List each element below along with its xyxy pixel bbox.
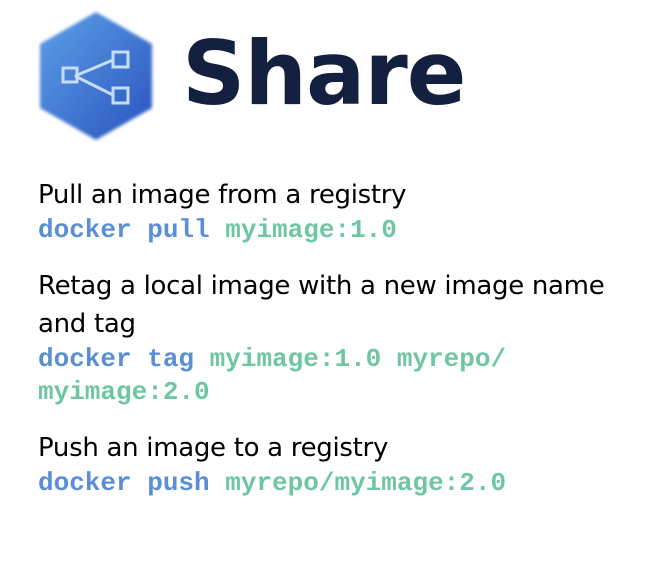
section-pull: Pull an image from a registry docker pul… <box>38 176 642 247</box>
share-icon <box>34 8 158 144</box>
command-list: Pull an image from a registry docker pul… <box>38 176 642 520</box>
command-line: docker push myrepo/myimage:2.0 <box>38 467 642 500</box>
section-push: Push an image to a registry docker push … <box>38 429 642 500</box>
page-title: Share <box>182 22 466 125</box>
command-argument: myrepo/myimage:2.0 <box>225 468 507 498</box>
command-keyword: docker push <box>38 468 210 498</box>
section-description: Retag a local image with a new image nam… <box>38 271 605 339</box>
command-line: docker tag myimage:1.0 myrepo/ myimage:2… <box>38 343 642 409</box>
command-keyword: docker tag <box>38 344 195 374</box>
section-description: Pull an image from a registry <box>38 180 407 210</box>
section-description: Push an image to a registry <box>38 433 389 463</box>
header: Share <box>34 6 466 146</box>
command-argument: myimage:1.0 <box>225 215 397 245</box>
command-line: docker pull myimage:1.0 <box>38 214 642 247</box>
command-argument: myimage:1.0 myrepo/ myimage:2.0 <box>38 344 507 407</box>
section-tag: Retag a local image with a new image nam… <box>38 267 642 409</box>
command-keyword: docker pull <box>38 215 210 245</box>
